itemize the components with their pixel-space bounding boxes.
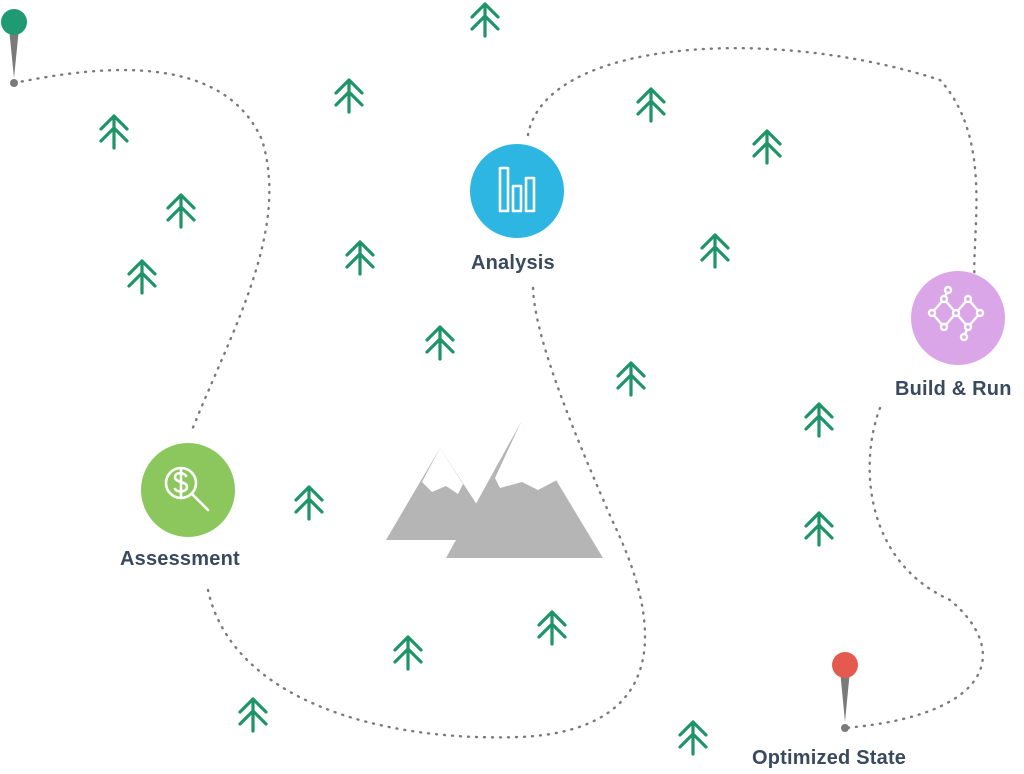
start-map-pin-icon xyxy=(1,9,27,87)
tree-icon xyxy=(804,402,834,438)
mountain-icon xyxy=(386,422,603,558)
tree-icon xyxy=(752,129,782,165)
tree-icon xyxy=(616,361,646,397)
analysis-stage xyxy=(470,144,564,238)
end-map-pin-icon xyxy=(832,652,858,732)
assessment-stage xyxy=(141,443,235,537)
tree-icon xyxy=(425,325,455,361)
assessment-circle xyxy=(141,443,235,537)
tree-icon xyxy=(393,635,423,671)
tree-icon xyxy=(166,193,196,229)
tree-icon xyxy=(470,2,500,38)
tree-icon xyxy=(636,87,666,123)
analysis-circle xyxy=(470,144,564,238)
tree-icon xyxy=(804,511,834,547)
tree-icon xyxy=(127,259,157,295)
tree-icon xyxy=(678,720,708,756)
optimized-state-label: Optimized State xyxy=(752,747,907,769)
tree-icon xyxy=(334,78,364,114)
build-run-stage xyxy=(911,271,1005,365)
trees xyxy=(99,2,834,756)
tree-icon xyxy=(537,610,567,646)
build-run-circle xyxy=(911,271,1005,365)
dollar-magnifier-icon xyxy=(164,466,210,512)
build-run-label: Build & Run xyxy=(895,378,1012,400)
node-network-icon xyxy=(927,285,985,342)
tree-icon xyxy=(99,114,129,150)
tree-icon xyxy=(238,697,268,733)
tree-icon xyxy=(294,485,324,521)
assessment-label: Assessment xyxy=(120,548,240,570)
bar-chart-icon xyxy=(498,166,536,213)
tree-icon xyxy=(700,233,730,269)
tree-icon xyxy=(345,240,375,276)
analysis-label: Analysis xyxy=(471,252,555,274)
